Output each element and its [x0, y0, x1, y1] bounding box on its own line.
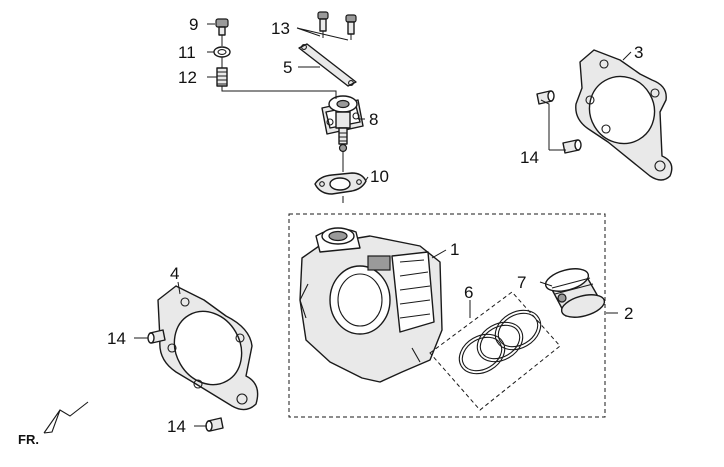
- callout-13: 13: [271, 19, 290, 38]
- callout-9: 9: [189, 15, 198, 34]
- callout-5: 5: [283, 58, 292, 77]
- dowel-pins-top: [536, 90, 582, 154]
- bolts-13: [317, 11, 357, 35]
- gasket-10: [314, 172, 367, 195]
- callout-labels: 9 11 12 13 5 8 10 3 14 1 6 7 2 4 14 14: [107, 15, 643, 436]
- front-arrow-icon: [43, 401, 89, 434]
- callout-6: 6: [464, 283, 473, 302]
- piston-7: [544, 268, 606, 318]
- callout-2: 2: [624, 304, 633, 323]
- bolt-9: [215, 18, 229, 36]
- callout-8: 8: [369, 110, 378, 129]
- tensioner-body-8: [321, 95, 364, 153]
- washer-11: [213, 46, 231, 58]
- callout-11: 11: [178, 43, 196, 62]
- callout-4: 4: [170, 264, 179, 283]
- cylinder-group-box: [288, 213, 606, 418]
- callout-1: 1: [450, 240, 459, 259]
- callout-12: 12: [178, 68, 197, 87]
- callout-10: 10: [370, 167, 389, 186]
- piston-rings-6: [429, 291, 561, 411]
- dowel-pins-bottom: [147, 329, 224, 432]
- gasket-5: [298, 43, 357, 87]
- tensioner-assembly: [213, 11, 367, 203]
- spring-12: [216, 67, 228, 87]
- callout-7: 7: [517, 273, 526, 292]
- head-gasket-3: [575, 49, 673, 181]
- front-direction-marker: FR.: [18, 401, 89, 447]
- leader-lines: [134, 23, 632, 427]
- callout-14-top: 14: [520, 148, 539, 167]
- callout-14-bottom: 14: [167, 417, 186, 436]
- cylinder-1: [299, 227, 443, 383]
- callout-14-left: 14: [107, 329, 126, 348]
- callout-3: 3: [634, 43, 643, 62]
- base-gasket-4: [157, 285, 259, 411]
- front-label: FR.: [18, 432, 39, 447]
